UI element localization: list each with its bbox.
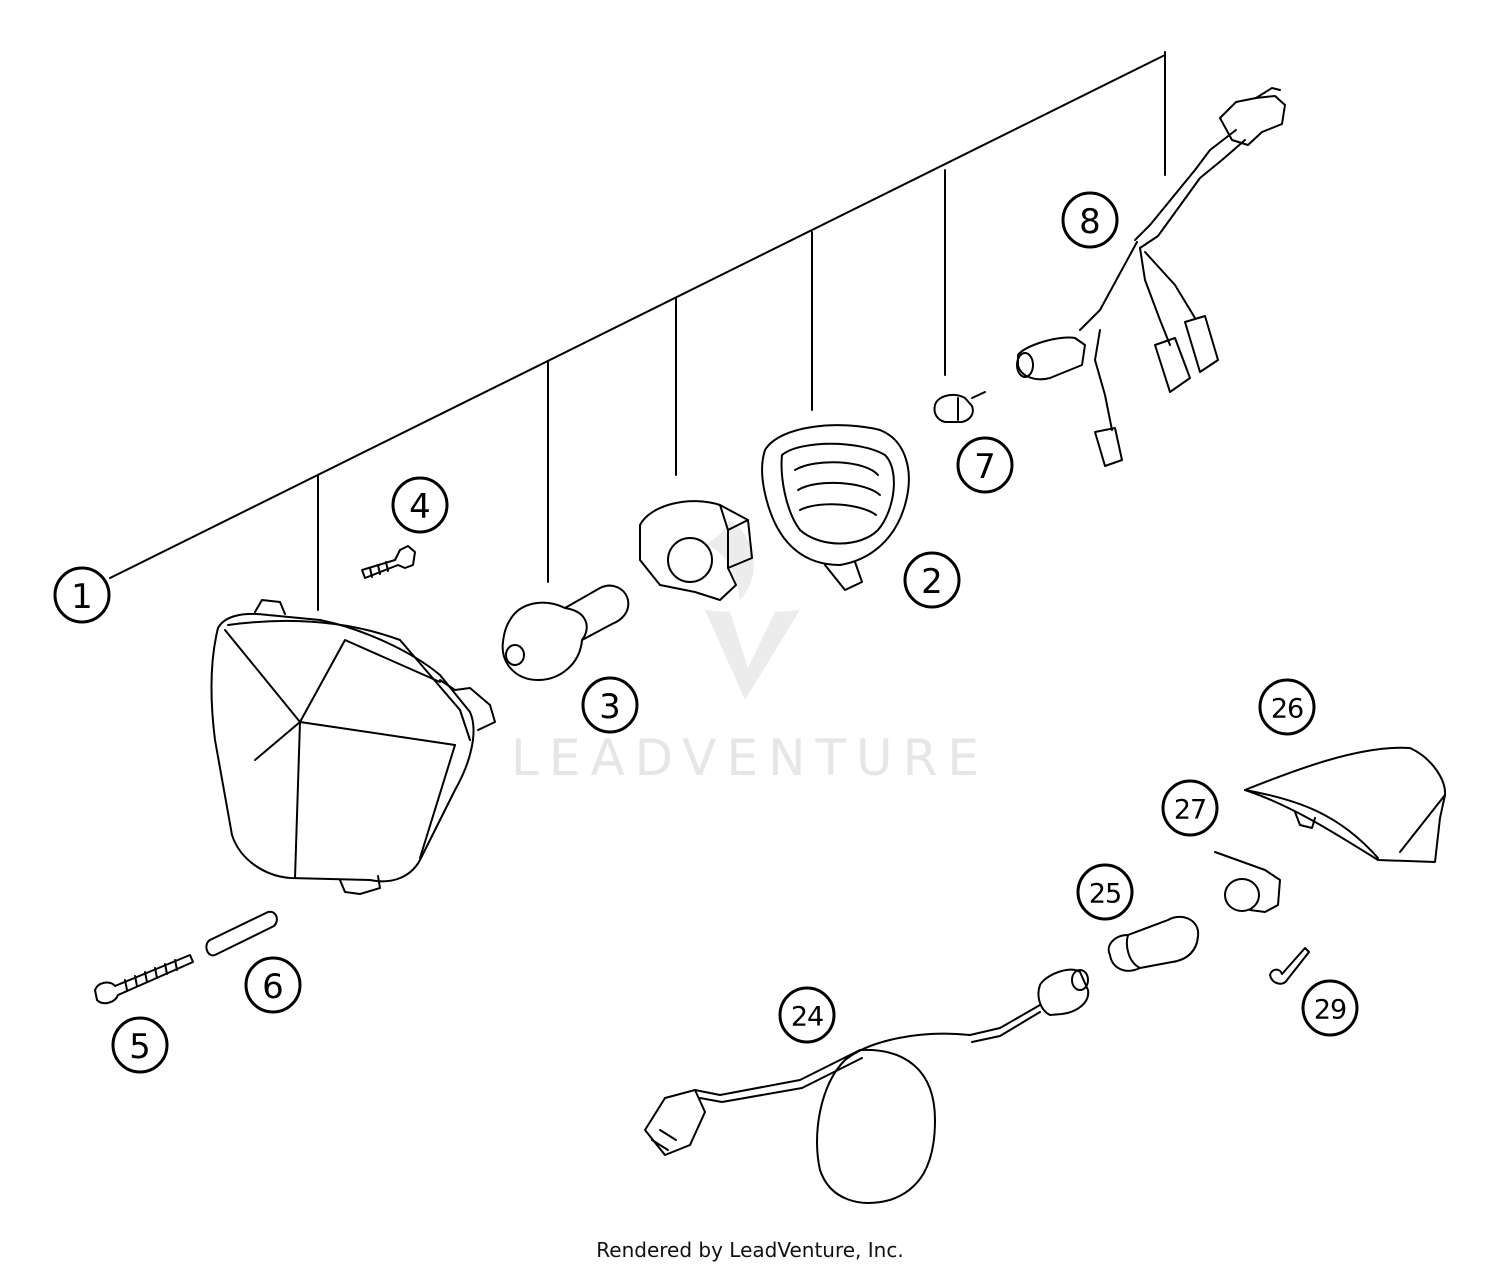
- callout-29: 29: [1301, 979, 1359, 1037]
- callout-8: 8: [1061, 191, 1119, 249]
- svg-text:6: 6: [262, 967, 284, 1007]
- footer-credit: Rendered by LeadVenture, Inc.: [596, 1238, 904, 1262]
- svg-text:25: 25: [1089, 879, 1121, 910]
- tail-screw-drawing: [1269, 947, 1310, 985]
- headlight-bulb-drawing: [501, 584, 630, 681]
- callout-4: 4: [391, 476, 449, 534]
- svg-text:24: 24: [791, 1002, 823, 1033]
- tail-bulb-drawing: [1107, 915, 1200, 972]
- tail-lens-drawing: [1244, 746, 1447, 863]
- watermark: LEADVENTURE: [511, 520, 989, 787]
- svg-text:29: 29: [1314, 995, 1346, 1026]
- svg-text:27: 27: [1174, 795, 1206, 826]
- bolt-drawing: [94, 954, 194, 1005]
- callout-7: 7: [956, 436, 1014, 494]
- watermark-text: LEADVENTURE: [511, 729, 989, 787]
- svg-text:5: 5: [129, 1027, 151, 1067]
- main-leader-line: [109, 54, 1166, 579]
- watermark-flame-icon: [705, 520, 754, 600]
- tail-socket-drawing: [1214, 851, 1281, 913]
- callouts: 1 2 3 4 5 6 7 8: [53, 191, 1359, 1074]
- leader-lines: [109, 51, 1166, 611]
- callout-1: 1: [53, 566, 111, 624]
- svg-text:26: 26: [1271, 694, 1303, 725]
- svg-text:4: 4: [409, 487, 431, 527]
- callout-2: 2: [903, 551, 961, 609]
- headlight-housing-drawing: [210, 599, 496, 895]
- wiring-harness-drawing: [1016, 87, 1286, 467]
- callout-5: 5: [111, 1016, 169, 1074]
- svg-text:7: 7: [974, 447, 996, 487]
- svg-text:1: 1: [71, 577, 93, 617]
- svg-text:8: 8: [1079, 202, 1101, 242]
- callout-3: 3: [581, 676, 639, 734]
- svg-text:3: 3: [599, 687, 621, 727]
- svg-text:2: 2: [921, 562, 943, 602]
- tail-cable-drawing: [644, 968, 1090, 1204]
- callout-25: 25: [1076, 863, 1134, 921]
- rubber-boot-drawing: [761, 424, 910, 591]
- callout-6: 6: [244, 956, 302, 1014]
- parking-bulb-drawing: [933, 391, 986, 423]
- spacer-drawing: [205, 910, 278, 957]
- callout-27: 27: [1161, 779, 1219, 837]
- callout-24: 24: [778, 986, 836, 1044]
- watermark-logo-icon: [705, 610, 800, 700]
- screw-drawing: [361, 545, 416, 579]
- bulb-retainer-drawing: [639, 500, 753, 601]
- callout-26: 26: [1258, 678, 1316, 736]
